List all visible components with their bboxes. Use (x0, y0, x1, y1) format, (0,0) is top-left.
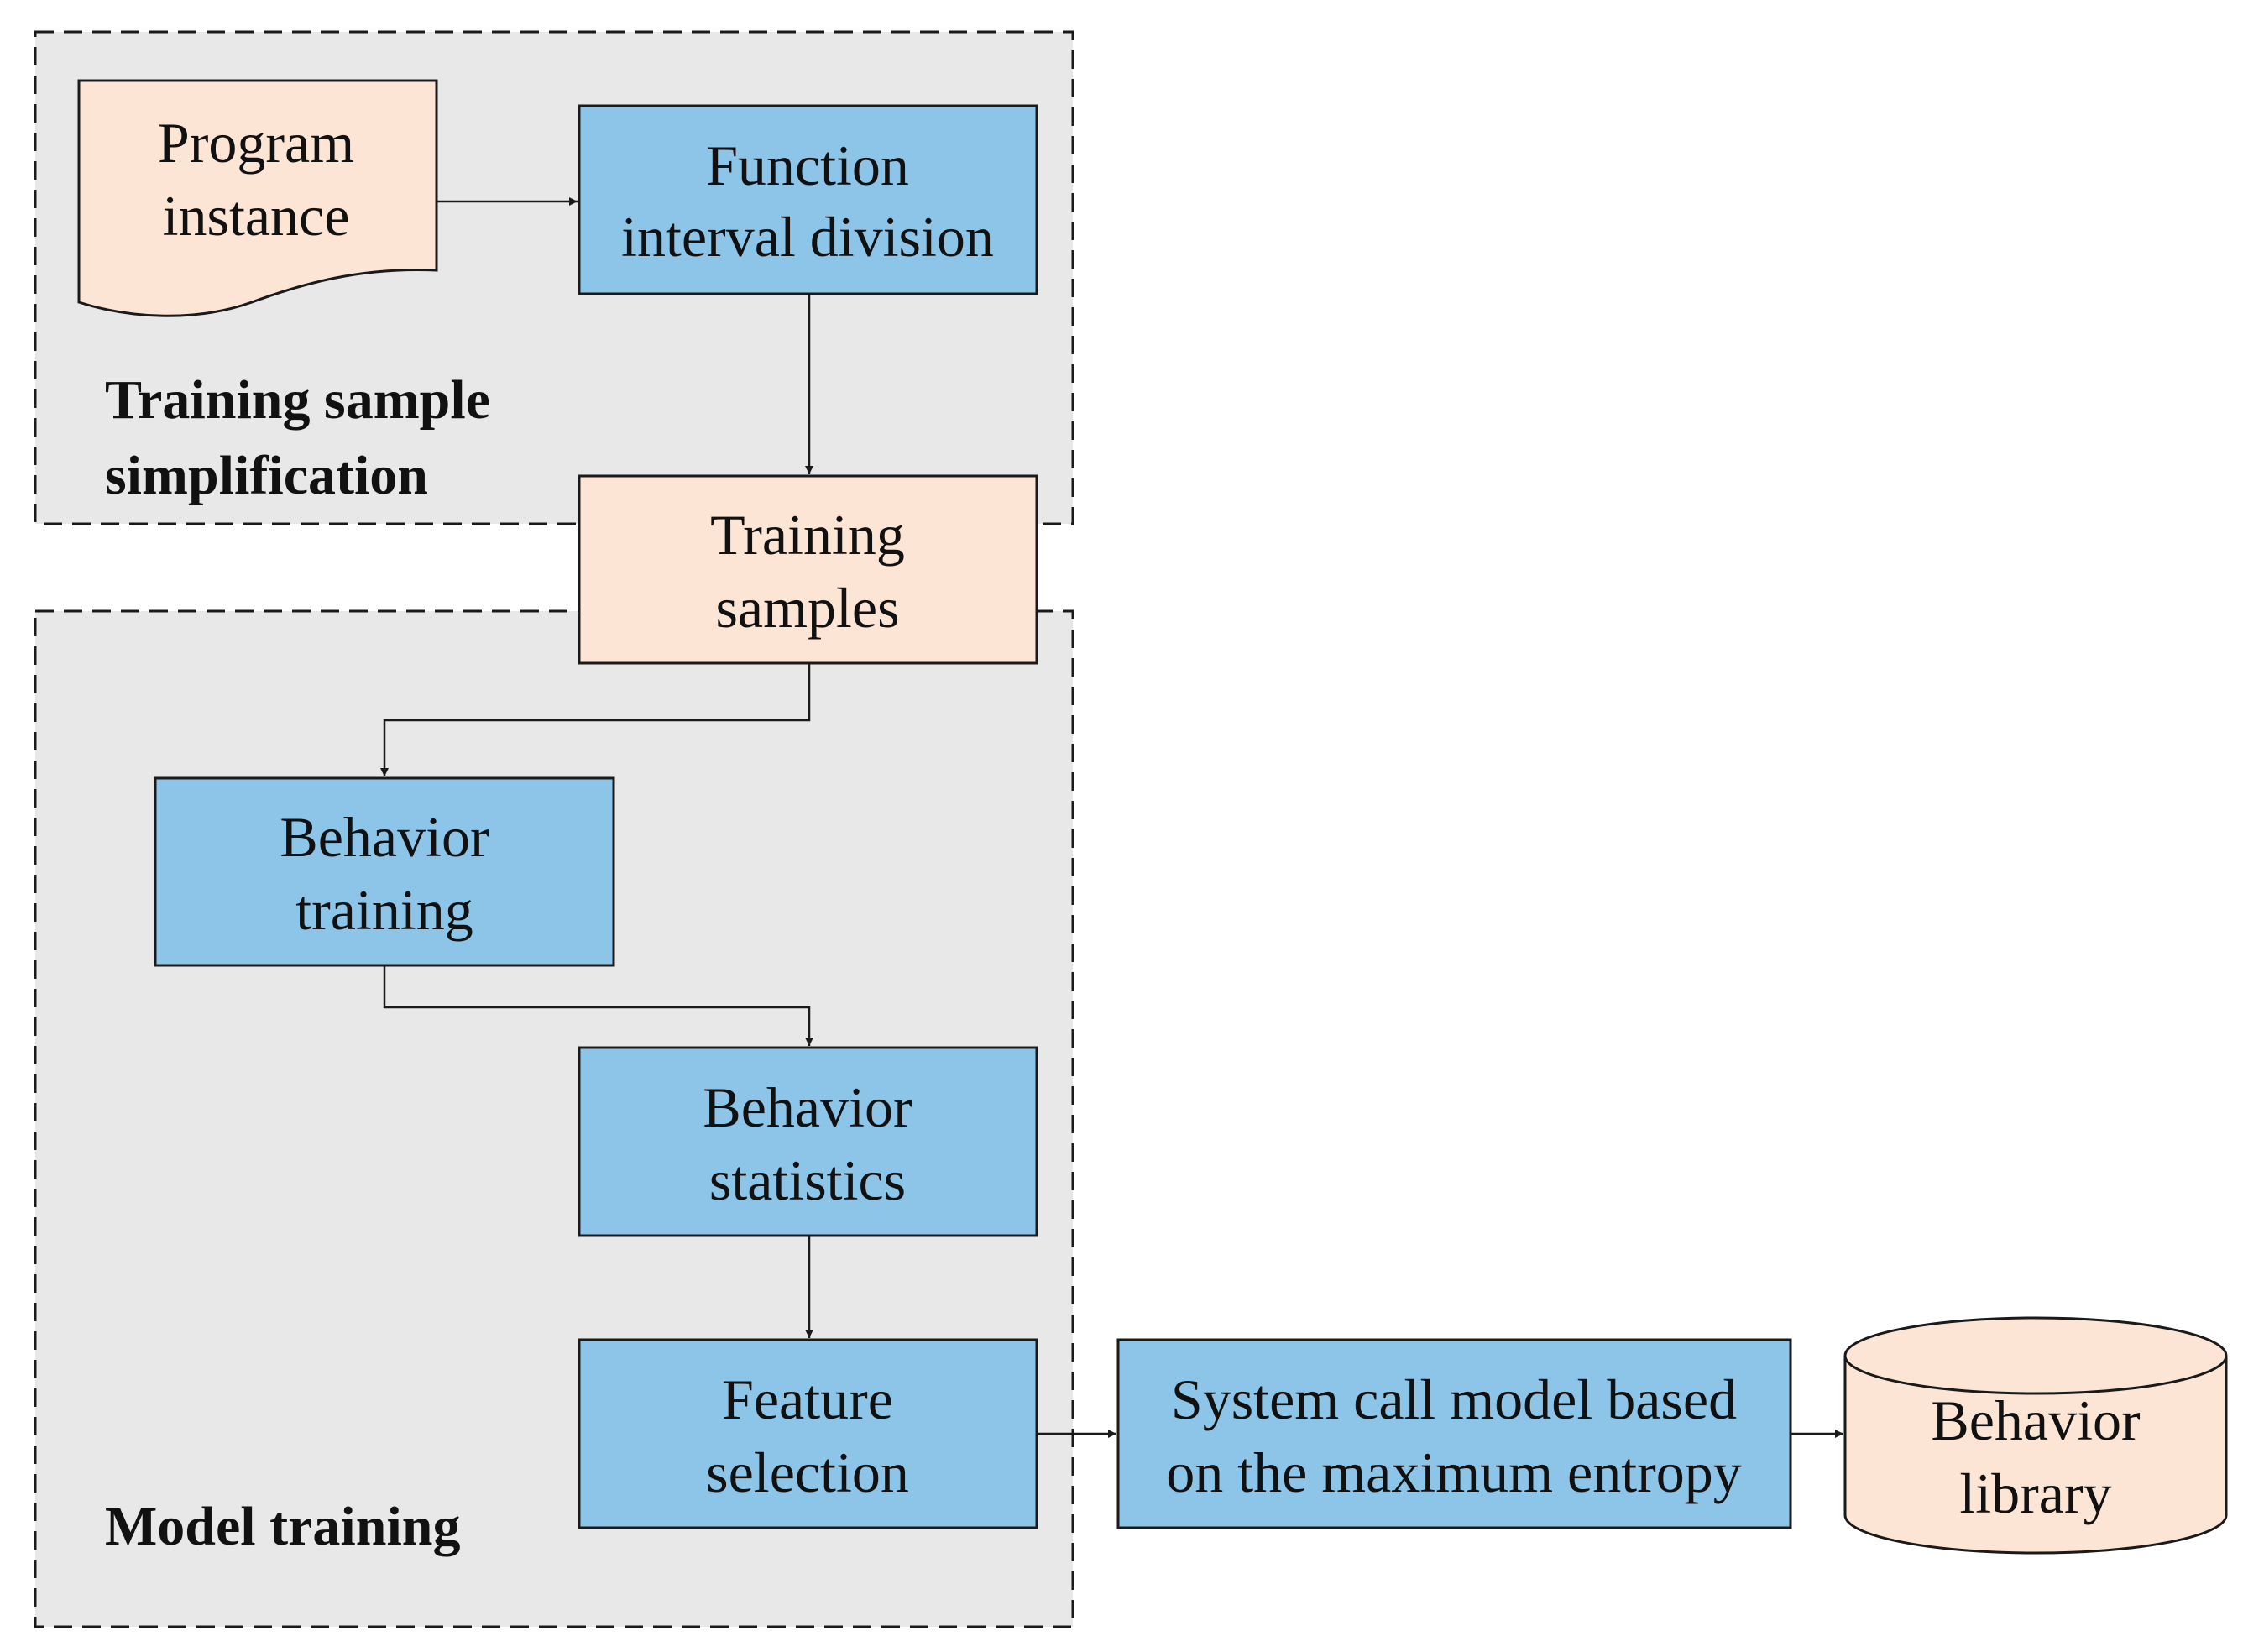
node-label-line2: selection (706, 1440, 909, 1504)
edge-training-samples-to-behavior-training (380, 663, 811, 776)
node-label-line2: training (295, 878, 473, 942)
node-label-line2: statistics (709, 1148, 906, 1212)
node-label-line2: instance (163, 184, 350, 248)
node-behavior-library: Behavior library (1843, 1316, 2228, 1555)
node-behavior-training: Behavior training (154, 776, 615, 967)
node-label-line2: on the maximum entropy (1166, 1440, 1742, 1504)
database-top (1843, 1316, 2228, 1395)
edge-behavior-training-to-statistics (383, 965, 813, 1046)
node-label-line1: Training (710, 503, 905, 567)
node-label-line2: interval division (621, 205, 994, 269)
node-label-line1: Behavior (703, 1075, 912, 1139)
node-label-line1: Program (158, 111, 354, 175)
document-shape (77, 79, 438, 317)
node-label-line1: Feature (722, 1367, 893, 1431)
node-label-line1: Behavior (280, 805, 489, 869)
node-label-line2: library (1959, 1461, 2111, 1525)
node-system-call-model: System call model based on the maximum e… (1116, 1338, 1792, 1529)
group-title-model-training: Model training (105, 1496, 461, 1557)
group-title-simplification-line1: Training sample (105, 369, 490, 431)
node-label-line1: System call model based (1171, 1367, 1737, 1431)
edges (380, 197, 1843, 1438)
node-feature-selection: Feature selection (578, 1338, 1038, 1529)
node-function-interval-division: Function interval division (578, 104, 1038, 295)
database-body (1843, 1356, 2228, 1555)
node-program-instance: Program instance (77, 79, 438, 317)
node-behavior-statistics: Behavior statistics (578, 1046, 1038, 1237)
group-title-simplification-line2: simplification (105, 445, 428, 506)
node-label-line1: Function (706, 133, 909, 197)
node-label-line1: Behavior (1931, 1388, 2141, 1452)
node-training-samples: Training samples (578, 474, 1038, 665)
node-label-line2: samples (715, 576, 899, 640)
